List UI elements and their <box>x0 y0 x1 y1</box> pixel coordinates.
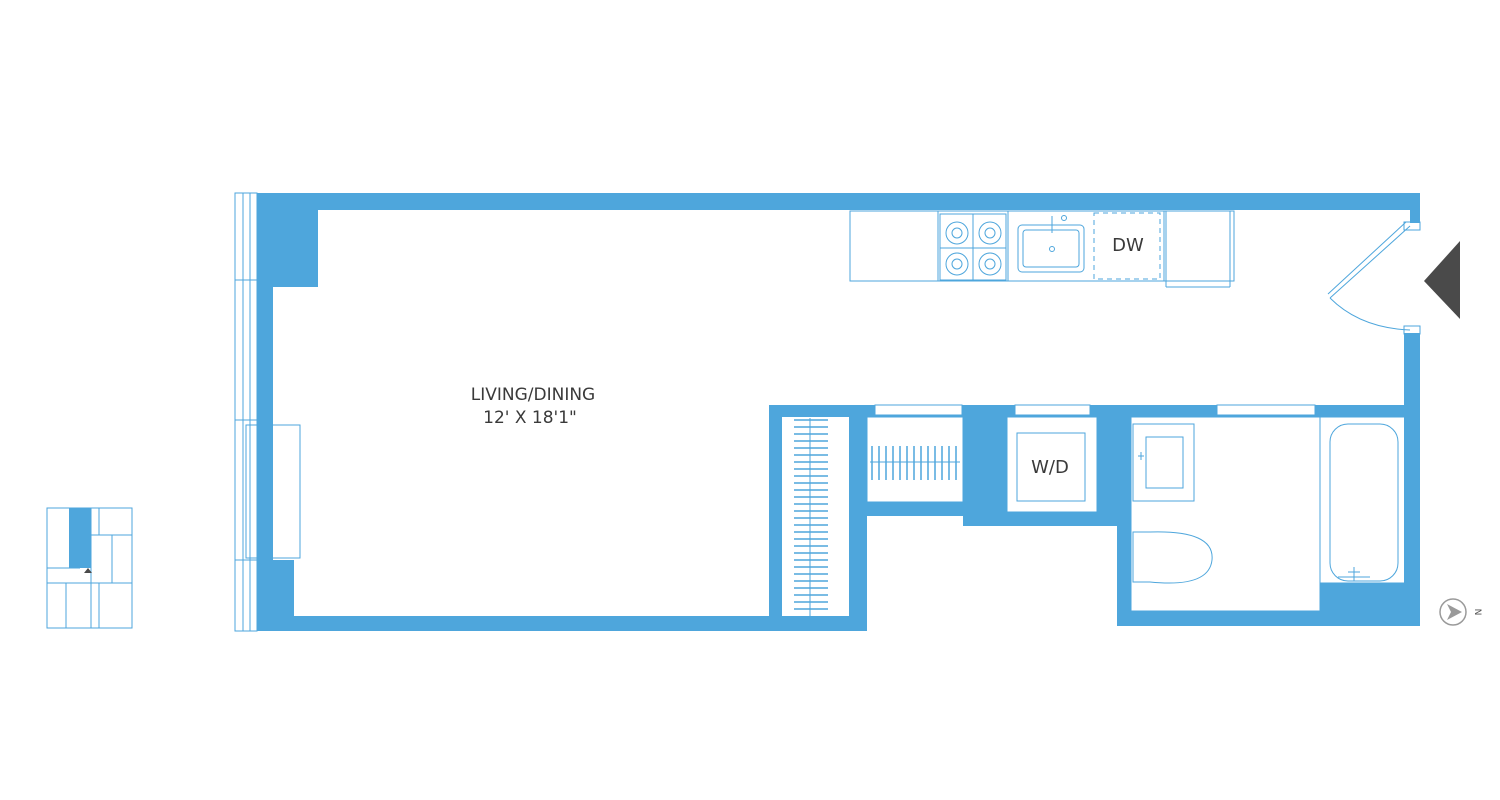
washer-dryer-icon <box>1006 416 1098 513</box>
bathtub-icon <box>1329 423 1399 582</box>
entry-triangle-icon <box>1424 241 1460 319</box>
kitchen-sink-icon <box>1017 215 1085 273</box>
closet-2 <box>866 416 964 503</box>
bathroom-fixtures <box>1130 416 1406 612</box>
dishwasher-label: DW <box>1112 235 1144 256</box>
wall-openings <box>874 404 1316 416</box>
closet-hangers <box>794 419 828 610</box>
toilet-icon <box>1132 531 1213 584</box>
room-dimensions-living: 12' X 18'1" <box>483 408 577 428</box>
kitchen-counter <box>849 210 1235 288</box>
compass-label: N <box>1472 609 1482 616</box>
dishwasher-icon <box>1093 212 1161 280</box>
entry-door <box>1327 221 1421 335</box>
north-arrow-icon <box>1439 598 1467 626</box>
closet-2-hangers <box>871 446 957 480</box>
closet-shelving <box>770 418 811 616</box>
walls <box>257 193 1420 631</box>
key-plan-icon <box>46 507 133 629</box>
room-name-living: LIVING/DINING <box>471 385 595 405</box>
window-strip-left <box>234 192 258 632</box>
washer-dryer-label: W/D <box>1031 457 1069 478</box>
cooktop-icon <box>939 213 1007 281</box>
window-seat <box>245 424 301 559</box>
